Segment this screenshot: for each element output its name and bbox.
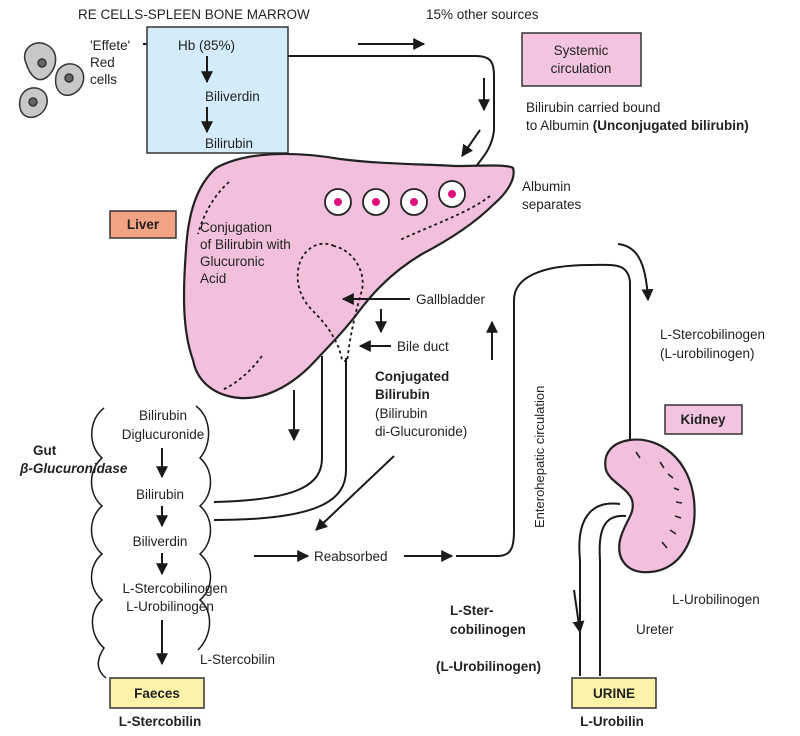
conjugation-label-3: Glucuronic [200,254,265,269]
urobilin-label: L-Urobilin [580,714,644,729]
faeces-stercobilin-label: L-Stercobilin [119,714,202,729]
conjugation-label-2: of Bilirubin with [200,237,291,252]
gallbladder-outline [296,242,364,364]
red-cells-label-1: 'Effete' [90,38,130,53]
gut-label: Gut [33,443,57,458]
conjugation-label-1: Conjugation [200,220,272,235]
red-cells-label-2: Red [90,55,115,70]
conjugated-label-2: Bilirubin [375,387,430,402]
albumin-note-1: Bilirubin carried bound [526,100,660,115]
liver-label-box [109,210,177,239]
gut-bilirubin: Bilirubin [136,487,184,502]
arrow-into-liver [461,129,481,157]
re-cells-box [146,26,289,154]
liver-inner-dotted-line-right [399,195,491,241]
stercobilinogen-right-1: L-Stercobilinogen [660,327,765,342]
gallbladder-label: Gallbladder [416,292,486,307]
hb-label: Hb (85%) [178,38,235,53]
liver-label: Liver [127,217,160,232]
gut-bilirubin-diglucuronide-2: Diglucuronide [122,427,205,442]
bottom-note-1: L-Ster- [450,603,494,618]
kidney-shape [604,438,696,574]
kidney-label: Kidney [680,412,726,427]
systemic-label-2: circulation [551,61,612,76]
gut-wall-right [195,405,212,651]
other-sources-label: 15% other sources [426,7,539,22]
effete-red-cells-icon [18,42,85,119]
enterohepatic-label: Enterohepatic circulation [532,386,547,528]
albumin-note-2: to Albumin (Unconjugated bilirubin) [526,118,749,133]
liver-inner-dotted-line-bottom [221,355,263,391]
ureter-label: Ureter [636,622,674,637]
bile-duct-label: Bile duct [397,339,449,354]
urine-label: URINE [593,686,635,701]
gut-stercobilin: L-Stercobilin [200,652,275,667]
liver-inner-dotted-line [197,181,230,235]
re-biliverdin-label: Biliverdin [205,89,260,104]
ureter-outer [578,502,621,676]
systemic-label-1: Systemic [554,43,609,58]
gut-bilirubin-diglucuronide-1: Bilirubin [139,408,187,423]
conjugated-label-3: (Bilirubin [375,406,428,421]
bottom-note-3: (L-Urobilinogen) [436,659,541,674]
gut-enzyme-label: β-Glucuronidase [19,461,128,476]
gut-wall-left [90,407,107,679]
gut-stercobilinogen: L-Stercobilinogen [122,581,227,596]
urine-box [571,677,657,709]
flow-line-to-liver [288,55,495,169]
gut-urobilinogen: L-Urobilinogen [126,599,214,614]
faeces-box [109,677,205,709]
albumin-separates-2: separates [522,197,582,212]
re-bilirubin-label: Bilirubin [205,136,253,151]
faeces-label: Faeces [134,686,180,701]
conjugated-label-1: Conjugated [375,369,449,384]
liver-shape [182,152,515,400]
gut-biliverdin: Biliverdin [133,534,188,549]
arrow-systemic-down [617,243,654,302]
kidney-medulla-marks [635,451,683,549]
systemic-circulation-box [521,32,642,87]
red-cells-label-3: cells [90,72,117,87]
conjugation-label-4: Acid [200,271,226,286]
enterohepatic-loop [456,263,631,557]
reabsorbed-label: Reabsorbed [314,549,388,564]
kidney-label-box [664,404,743,435]
bottom-note-2: cobilinogen [450,622,526,637]
arrow-ureter-down [572,589,585,634]
conjugated-label-4: di-Glucuronide) [375,424,467,439]
ureter-inner [598,514,627,676]
bile-duct-line-outer [213,358,347,521]
albumin-separates-1: Albumin [522,179,571,194]
bile-duct-line-inner [213,356,323,503]
urobilinogen-right-label: L-Urobilinogen [672,592,760,607]
stercobilinogen-right-2: (L-urobilinogen) [660,346,755,361]
re-cells-title: RE CELLS-SPLEEN BONE MARROW [78,7,310,22]
hepatocytes [324,180,466,216]
arrow-conjugated-to-gut [315,455,395,531]
